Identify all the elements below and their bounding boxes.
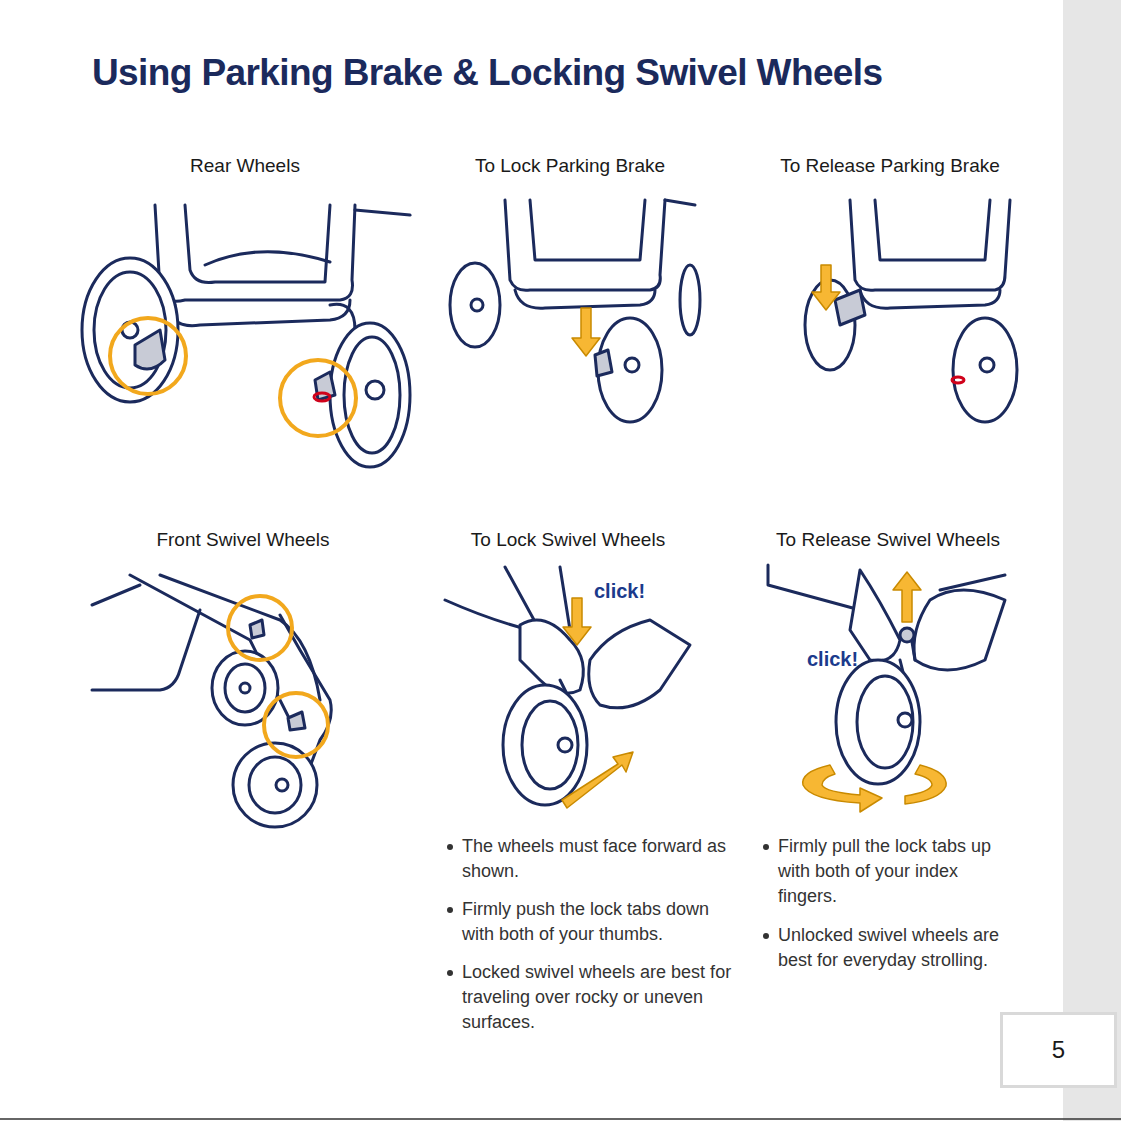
page-number-box: 5 [1000, 1012, 1117, 1088]
page-title: Using Parking Brake & Locking Swivel Whe… [92, 52, 883, 94]
bullet-dot [447, 970, 453, 976]
panel-heading: To Lock Swivel Wheels [438, 529, 698, 551]
stroller-brake-lock [450, 200, 700, 422]
instruction-note: Firmly push the lock tabs down with both… [462, 897, 742, 947]
instruction-note: Unlocked swivel wheels are best for ever… [778, 923, 1018, 973]
instruction-note: The wheels must face forward as shown. [462, 834, 742, 884]
sound-cue: click! [807, 648, 858, 671]
bullet-dot [763, 933, 769, 939]
stroller-rear-view [82, 205, 410, 467]
side-strip [1063, 0, 1121, 1121]
hands-release-swivel [768, 565, 1005, 784]
sound-cue: click! [594, 580, 645, 603]
bullet-dot [447, 844, 453, 850]
bullet-dot [763, 844, 769, 850]
hands-lock-swivel [445, 567, 690, 805]
panel-heading: Rear Wheels [120, 155, 370, 177]
panel-heading: To Lock Parking Brake [440, 155, 700, 177]
stroller-brake-release [805, 200, 1017, 422]
panel-heading: To Release Swivel Wheels [758, 529, 1018, 551]
instruction-note: Locked swivel wheels are best for travel… [462, 960, 742, 1035]
bottom-rule [0, 1118, 1121, 1120]
page-number: 5 [1052, 1036, 1065, 1064]
bullet-dot [447, 907, 453, 913]
panel-heading: To Release Parking Brake [760, 155, 1020, 177]
instruction-note: Firmly pull the lock tabs up with both o… [778, 834, 1018, 909]
front-wheels-view [92, 575, 331, 827]
panel-heading: Front Swivel Wheels [118, 529, 368, 551]
